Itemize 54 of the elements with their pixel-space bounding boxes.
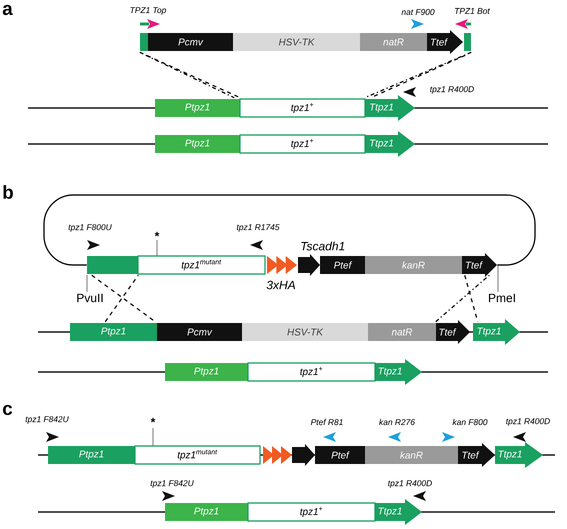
gene-segment: tpz1$^{+}$ [247, 502, 376, 522]
panel-letter: a [2, 4, 13, 16]
tag-triangles: 3xHA [266, 256, 297, 290]
gene-segment: HSV-TK [242, 323, 368, 341]
crossover-line [435, 274, 490, 322]
site-label: PvuII [77, 294, 103, 302]
gene-segment: Ttef [436, 320, 470, 344]
crossover-line [91, 274, 156, 322]
plasmid-line [43, 194, 536, 266]
node-label: 3xHA [266, 280, 296, 290]
gene-segment [464, 33, 471, 51]
gene-segment: Ttpz1 [473, 319, 520, 345]
gene-segment: Ptpz1 [48, 446, 135, 464]
gene-segment: Ptpz1 [165, 503, 248, 521]
gene-segment: tpz1$^{+}$ [239, 98, 366, 118]
gene-segment: Ttpz1 [495, 442, 543, 468]
site-label: PmeI [488, 294, 515, 302]
gene-segment: Ptpz1 [155, 99, 240, 117]
panel-letter: c [3, 404, 12, 416]
gene-segment: Ptpz1 [165, 363, 248, 381]
node-label: Tscadh1 [301, 242, 344, 250]
crossover-line [364, 52, 472, 98]
mutation-mark: * [150, 418, 156, 422]
crossover-line [464, 275, 478, 322]
gene-segment: Ptef [315, 446, 365, 464]
gene-segment: kanR [365, 256, 462, 274]
gene-segment [292, 444, 315, 466]
gene-segment: Ttpz1 [365, 131, 415, 157]
crossover-line [145, 54, 235, 98]
gene-segment: HSV-TK [233, 33, 360, 51]
tag-triangles [263, 446, 292, 464]
gene-segment: tpz1$^{mutant}$ [137, 255, 266, 275]
gene-segment: kanR [365, 446, 458, 464]
gene-segment: Ttef [458, 443, 495, 467]
gene-segment: Pcmv [148, 33, 233, 51]
gene-segment: Ttpz1 [365, 95, 415, 121]
gene-segment: natR [360, 33, 427, 51]
gene-segment [140, 33, 148, 51]
gene-segment: tpz1$^{+}$ [239, 134, 366, 154]
gene-segment: Ttpz1 [375, 359, 422, 385]
gene-segment: natR [368, 323, 436, 341]
gene-segment: Ttpz1 [375, 499, 422, 525]
gene-segment: Ptpz1 [155, 135, 240, 153]
gene-segment: Ptef [320, 256, 365, 274]
crossover-line [104, 274, 139, 322]
mutation-mark: * [154, 232, 160, 236]
gene-segment: tpz1$^{mutant}$ [134, 445, 261, 465]
crossover-line [139, 52, 241, 98]
gene-segment: Pcmv [157, 323, 242, 341]
panel-letter: b [4, 185, 13, 199]
gene-segment: Ttef [462, 253, 497, 277]
gene-segment: Ptpz1 [70, 323, 157, 341]
gene-segment: tpz1$^{+}$ [247, 362, 376, 382]
gene-segment: Ttef [427, 30, 463, 54]
